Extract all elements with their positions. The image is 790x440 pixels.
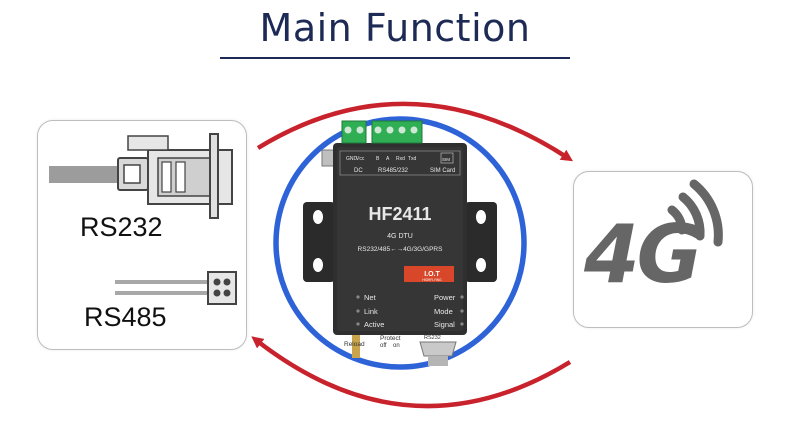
- protect-off-label: off: [380, 343, 387, 349]
- rs485-label: RS485: [84, 302, 167, 332]
- led-mode-label: Mode: [434, 307, 453, 316]
- led-power-label: Power: [434, 293, 456, 302]
- led-active-label: Active: [364, 320, 384, 329]
- hf2411-device: GND Vcc B A Rxd Txd DC RS485/232 SIM SIM…: [303, 120, 497, 366]
- protect-on-label: on: [393, 343, 400, 349]
- iot-logo-sub: HIGHFLYING: [422, 278, 442, 282]
- sim-card-label: SIM Card: [430, 168, 455, 174]
- rs-section-label: RS485/232: [378, 168, 409, 174]
- network-4g-label: 4G: [584, 208, 702, 301]
- protect-label: Protect: [380, 335, 401, 342]
- iot-logo-text: I.O.T: [424, 271, 440, 278]
- led-link-label: Link: [364, 307, 378, 316]
- sim-slot-label: SIM: [442, 157, 450, 162]
- lower-flow-arrow: [251, 336, 572, 409]
- led-signal-label: Signal: [434, 320, 455, 329]
- dc-label: DC: [354, 168, 363, 174]
- terminal-label-b: B: [376, 156, 380, 162]
- model-subtitle: 4G DTU: [387, 233, 413, 240]
- network-panel: [573, 171, 753, 328]
- terminal-label-gnd: GND: [346, 156, 358, 162]
- led-net-label: Net: [364, 293, 377, 302]
- rs232-label: RS232: [80, 212, 163, 242]
- terminal-label-rxd: Rxd: [396, 156, 405, 162]
- rs485-terminal-icon: [115, 271, 237, 305]
- upper-flow-arrow: [256, 101, 574, 162]
- terminal-label-vcc: Vcc: [356, 156, 365, 162]
- reload-label: Reload: [344, 341, 365, 348]
- device-ring: [273, 116, 527, 370]
- title-underline: [220, 57, 570, 59]
- page-title: Main Function: [259, 6, 531, 50]
- terminal-label-txd: Txd: [408, 156, 417, 162]
- model-name: HF2411: [368, 204, 431, 224]
- signal-waves-icon: [667, 179, 723, 247]
- rs232-port-label: RS232: [424, 335, 441, 341]
- conversion-text: RS232/485←→4G/3G/GPRS: [358, 246, 444, 253]
- terminal-label-a: A: [386, 156, 390, 162]
- db9-connector-icon: [49, 133, 233, 219]
